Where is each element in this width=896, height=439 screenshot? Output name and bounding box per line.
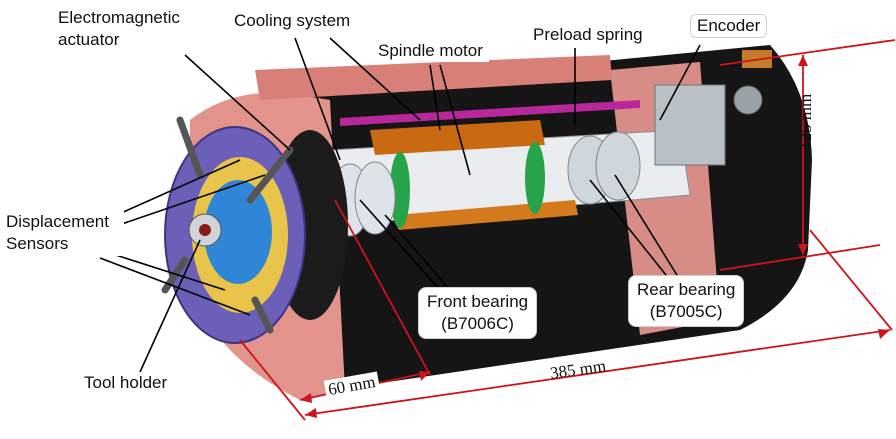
leader-front-2: [384, 214, 451, 291]
cooling-channel: [340, 100, 640, 126]
dimension-125mm: 125 mm: [796, 93, 815, 150]
leader-motor-2: [439, 64, 471, 176]
arrow-385-left: [305, 408, 317, 418]
rear-bearing-name: Rear bearing: [637, 280, 736, 299]
dim-ext-top: [719, 39, 896, 66]
encoder-block: [654, 84, 726, 166]
motor-ring-rear: [525, 142, 545, 214]
label-preload-spring: Preload spring: [527, 24, 649, 46]
leader-front-1: [359, 199, 441, 291]
arrow-60-left: [300, 393, 312, 403]
label-displacement-sensors: Displacement Sensors: [0, 210, 124, 256]
dimension-lines: [239, 39, 896, 421]
sensor-rod-left: [161, 256, 189, 294]
arrow-60-right: [419, 371, 430, 381]
front-bearing-2: [354, 161, 396, 235]
arrow-385-right: [878, 329, 890, 339]
leader-cooling-1: [294, 37, 341, 161]
label-encoder: Encoder: [690, 14, 768, 38]
leader-sensors-1: [109, 159, 241, 219]
tool-holder-core: [199, 224, 211, 236]
dimension-arrowheads: [300, 55, 890, 418]
front-bearing-code: (B7006C): [441, 314, 514, 333]
rear-connector: [733, 85, 763, 115]
leader-sensors-2: [109, 174, 266, 229]
top-housing-band: [255, 55, 612, 100]
motor-ring-front: [390, 152, 410, 228]
leader-sensors-3: [99, 249, 226, 291]
label-electromagnetic-actuator: Electromagnetic actuator: [52, 6, 194, 52]
leader-lines: [99, 37, 701, 373]
label-rear-bearing: Rear bearing (B7005C): [628, 275, 745, 327]
leader-rear-2: [614, 174, 681, 281]
leader-cooling-2: [329, 37, 421, 121]
leader-toolholder: [139, 239, 201, 373]
label-tool-holder: Tool holder: [78, 372, 174, 394]
dim-ext-bottom: [719, 244, 881, 271]
label-front-bearing: Front bearing (B7006C): [418, 287, 538, 339]
sensor-rod-bottom: [251, 296, 274, 334]
leader-rear-1: [589, 179, 671, 281]
dim-ext-front: [239, 339, 306, 421]
sensor-rod-right: [246, 146, 294, 204]
leader-motor-1: [429, 64, 441, 131]
motor-stator-top: [370, 120, 545, 155]
sensor-carrier-blue: [204, 180, 272, 284]
arrow-125-bottom: [798, 244, 808, 255]
leader-actuator: [184, 54, 291, 151]
dim-385-line: [304, 329, 891, 416]
leader-sensors-4: [99, 257, 251, 316]
front-bearing-name: Front bearing: [427, 292, 529, 311]
dim-ext-rear: [809, 229, 893, 331]
dim-ext-bearing: [334, 199, 431, 376]
label-cooling-system: Cooling system: [228, 10, 357, 32]
leader-encoder: [659, 44, 701, 121]
arrow-125-top: [798, 55, 808, 66]
label-spindle-motor: Spindle motor: [372, 40, 489, 62]
rear-bearing-code: (B7005C): [649, 302, 723, 321]
rear-bearing-2: [595, 131, 641, 201]
sensor-rod-top: [176, 116, 204, 179]
